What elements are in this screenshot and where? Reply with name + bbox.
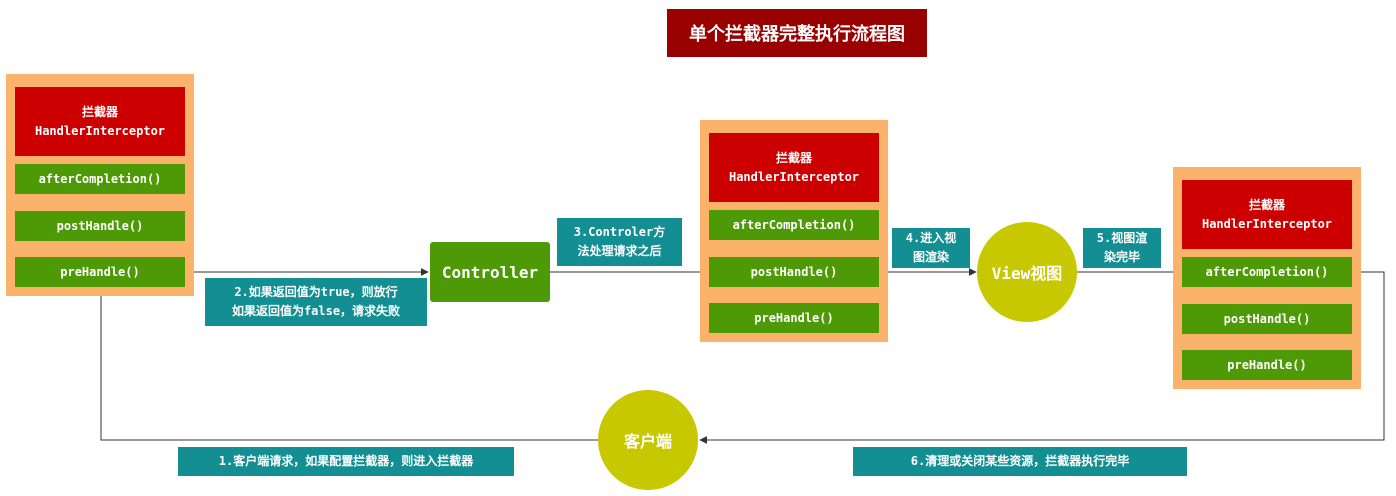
step-2-line-2: 如果返回值为false，请求失败 (231, 304, 401, 318)
step-6-label: 6.清理或关闭某些资源，拦截器执行完毕 (853, 447, 1187, 476)
step-2-label: 2.如果返回值为true，则放行 如果返回值为false，请求失败 (205, 278, 427, 326)
step-5-label: 5.视图渲 染完毕 (1083, 228, 1161, 268)
interceptor-name-en: HandlerInterceptor (34, 123, 166, 138)
step-5-line-1: 5.视图渲 (1096, 231, 1148, 245)
step-1-label: 1.客户端请求，如果配置拦截器，则进入拦截器 (178, 447, 514, 476)
step-3-line-2: 法处理请求之后 (577, 244, 662, 258)
post-handle-box-1: postHandle() (15, 211, 185, 241)
post-handle-box-3: postHandle() (1182, 304, 1352, 334)
step-3-line-1: 3.Controler方 (573, 225, 666, 239)
step-4-line-2: 图渲染 (912, 250, 949, 264)
interceptor-name-cn: 拦截器 (775, 150, 812, 165)
step-4-label: 4.进入视 图渲染 (892, 228, 970, 268)
interceptor-header-2: 拦截器 HandlerInterceptor (709, 133, 879, 202)
post-handle-box-2: postHandle() (709, 257, 879, 287)
pre-handle-box-2: preHandle() (709, 303, 879, 333)
after-completion-box-1: afterCompletion() (15, 164, 185, 194)
client-node: 客户端 (598, 390, 698, 490)
interceptor-header-3: 拦截器 HandlerInterceptor (1182, 180, 1352, 249)
interceptor-header-1: 拦截器 HandlerInterceptor (15, 87, 185, 156)
after-completion-box-3: afterCompletion() (1182, 257, 1352, 287)
interceptor-name-en: HandlerInterceptor (1201, 216, 1333, 231)
controller-node: Controller (430, 242, 550, 302)
pre-handle-box-1: preHandle() (15, 257, 185, 287)
arrow-aftercompletion-to-client (699, 271, 1385, 444)
diagram-title: 单个拦截器完整执行流程图 (667, 9, 927, 57)
step-3-label: 3.Controler方 法处理请求之后 (557, 218, 682, 266)
pre-handle-box-3: preHandle() (1182, 350, 1352, 380)
interceptor-name-cn: 拦截器 (81, 104, 118, 119)
step-5-line-2: 染完毕 (1103, 250, 1140, 264)
step-2-line-1: 2.如果返回值为true，则放行 (234, 285, 398, 299)
after-completion-box-2: afterCompletion() (709, 210, 879, 240)
view-node: View视图 (977, 222, 1077, 322)
interceptor-name-en: HandlerInterceptor (728, 169, 860, 184)
step-4-line-1: 4.进入视 (905, 231, 957, 245)
interceptor-name-cn: 拦截器 (1248, 197, 1285, 212)
arrow-client-to-prehandle (97, 287, 598, 441)
